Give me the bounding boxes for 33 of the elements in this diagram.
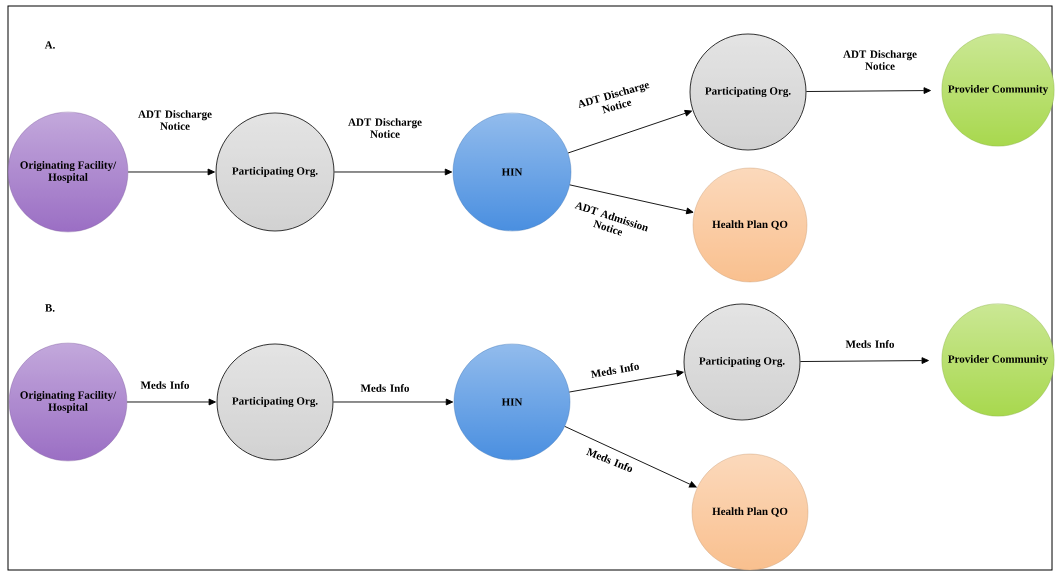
- arrow: [805, 87, 931, 94]
- circle-node: Originating Facility/ Hospital: [7, 111, 129, 233]
- arrow: [564, 425, 697, 488]
- panel-letter: A.: [44, 41, 55, 49]
- edge-label: Meds Info: [140, 381, 189, 389]
- edge-label: Meds Info: [845, 340, 895, 348]
- arrow: [127, 168, 215, 176]
- panel-letter: B.: [45, 304, 55, 312]
- circle-node: HIN: [452, 112, 572, 232]
- arrow: [333, 168, 453, 176]
- edge-label: ADT Discharge Notice: [578, 83, 650, 114]
- arrow: [126, 398, 216, 406]
- circle-node: Health Plan QO: [692, 167, 808, 283]
- edge-label: ADT Discharge Notice: [348, 118, 422, 138]
- edge-label: ADT Discharge Notice: [138, 110, 212, 130]
- circle-node: Health Plan QO: [691, 453, 809, 571]
- edge-label: Meds Info: [360, 384, 409, 392]
- edge-label: Meds Info: [586, 447, 633, 472]
- circle-node: Participating Org.: [683, 303, 801, 421]
- circle-node: Participating Org.: [216, 343, 334, 461]
- arrow: [567, 109, 693, 154]
- circle-node: Participating Org.: [215, 112, 335, 232]
- arrow: [569, 184, 694, 215]
- edge-label: ADT Discharge Notice: [843, 50, 917, 70]
- edge-label: Meds Info: [590, 362, 639, 378]
- circle-node: Originating Facility/ Hospital: [8, 342, 128, 462]
- arrow: [799, 357, 929, 364]
- circle-node: Provider Community: [941, 33, 1055, 147]
- arrow: [568, 369, 684, 393]
- circle-node: Participating Org.: [689, 33, 807, 151]
- arrow: [332, 398, 454, 406]
- circle-node: Provider Community: [941, 303, 1055, 417]
- circle-node: HIN: [453, 343, 571, 461]
